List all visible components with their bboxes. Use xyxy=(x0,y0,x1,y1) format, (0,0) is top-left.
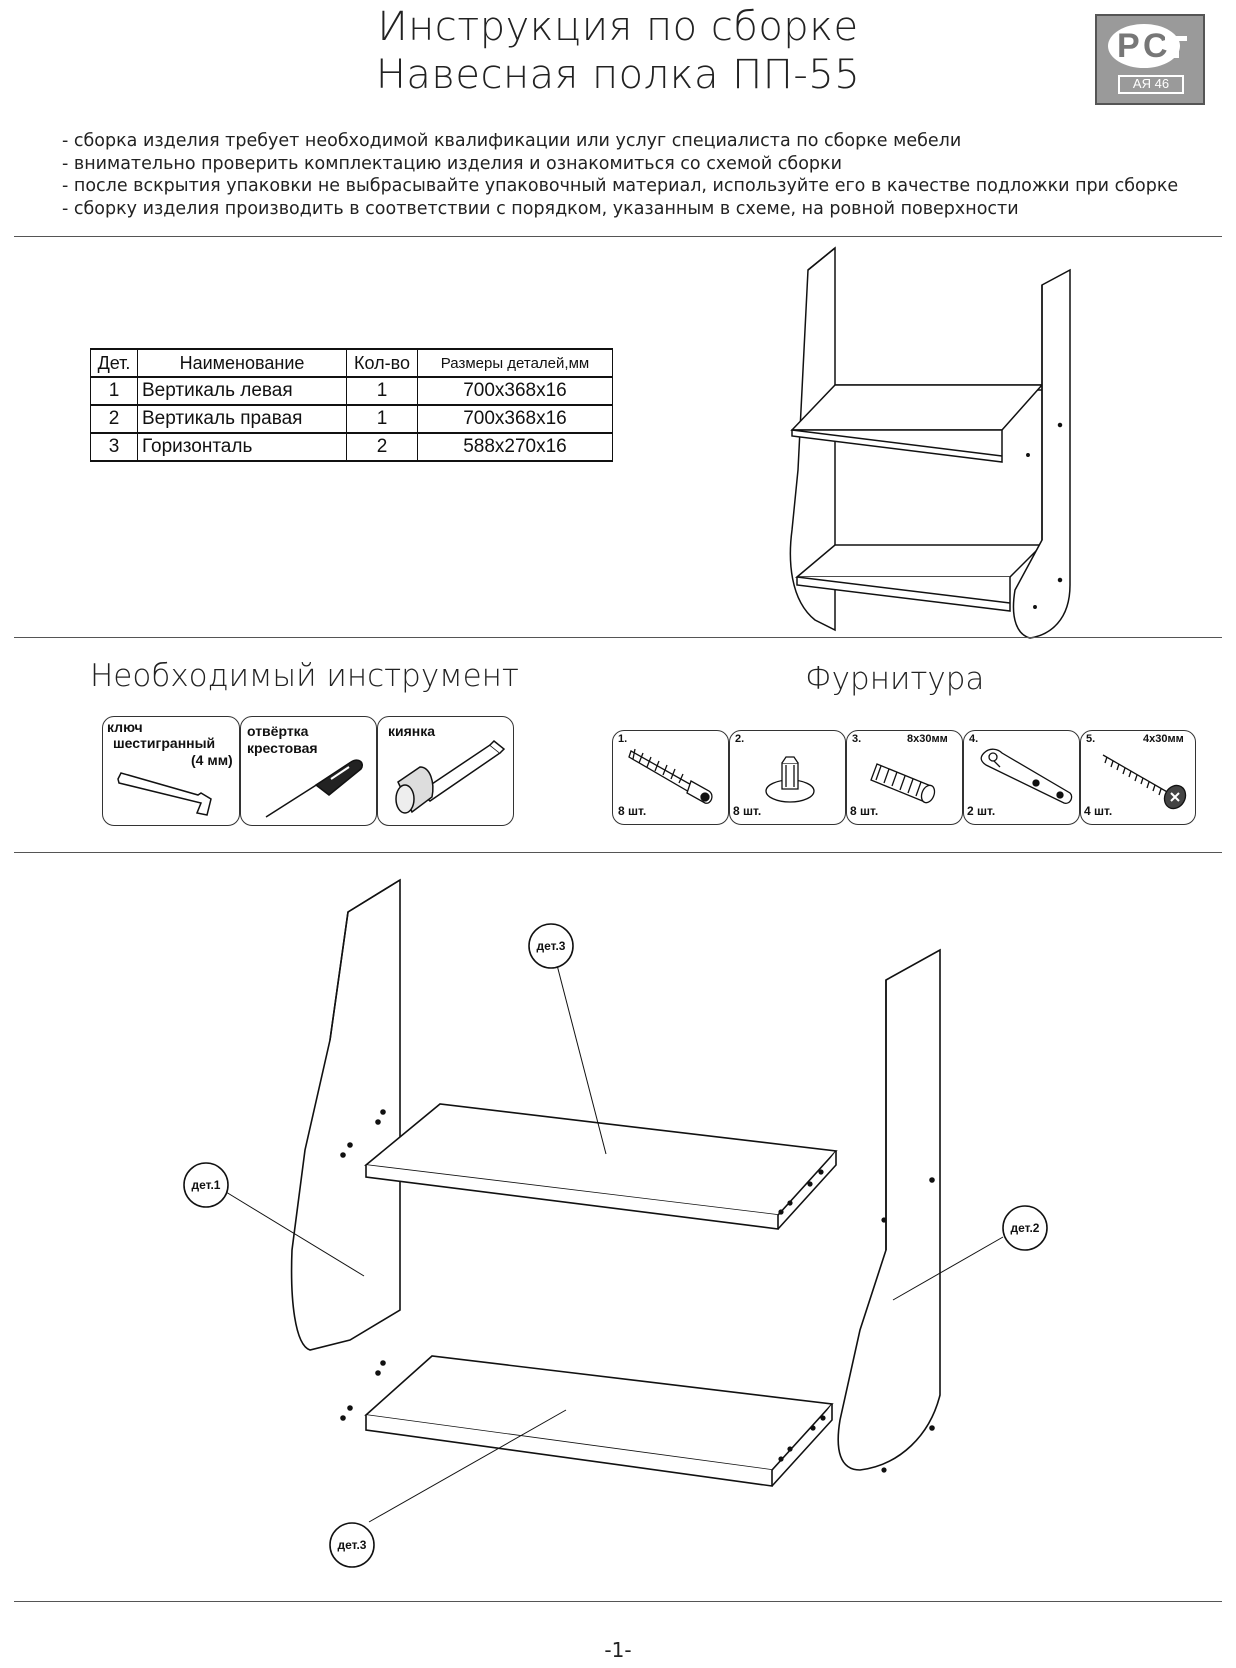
wood-screw-icon xyxy=(1102,754,1187,810)
table-row: 3 Горизонталь 2 588x270x16 xyxy=(90,433,613,462)
hardware-quantity: 8 шт. xyxy=(618,804,647,818)
hardware-quantity: 4 шт. xyxy=(1084,804,1113,818)
hardware-spec: 4x30мм xyxy=(1143,733,1184,745)
shelf-support-icon xyxy=(765,756,815,803)
header-cell: Размеры деталей,мм xyxy=(417,348,613,378)
mallet-icon xyxy=(395,739,506,814)
hex-key-icon xyxy=(117,772,212,816)
table-row: 2 Вертикаль правая 1 700x368x16 xyxy=(90,405,613,434)
hardware-number: 2. xyxy=(735,733,745,745)
table-cell: Вертикаль правая xyxy=(137,405,347,434)
screwdriver-icon xyxy=(265,759,363,818)
callout-part-1: дет.1 xyxy=(191,1178,221,1192)
certification-mark: Р С АЯ 46 xyxy=(1095,14,1205,105)
title-line-2: Навесная полка ПП-55 xyxy=(375,52,861,98)
note-1: - сборка изделия требует необходимой ква… xyxy=(62,131,962,151)
table-cell: 588x270x16 xyxy=(417,433,613,462)
table-row: 1 Вертикаль левая 1 700x368x16 xyxy=(90,377,613,406)
header-cell: Дет. xyxy=(90,348,138,378)
assembly-notes: - сборка изделия требует необходимой ква… xyxy=(62,130,1178,220)
title-line-1: Инструкция по сборке xyxy=(377,4,859,50)
table-cell: 2 xyxy=(346,433,418,462)
tool-label: (4 мм) xyxy=(191,752,233,768)
callout-part-2: дет.2 xyxy=(1010,1221,1040,1235)
hardware-item-wood-screw: 5. 4x30мм 4 шт. xyxy=(1080,730,1196,825)
table-cell: 1 xyxy=(346,377,418,406)
hardware-number: 4. xyxy=(969,733,979,745)
hardware-quantity: 2 шт. xyxy=(967,804,996,818)
hanging-plate-icon xyxy=(980,748,1073,804)
cert-logo-icon: Р С xyxy=(1108,24,1187,94)
tool-label: шестигранный xyxy=(113,735,216,751)
table-cell: 700x368x16 xyxy=(417,377,613,406)
note-2: - внимательно проверить комплектацию изд… xyxy=(62,153,842,174)
header-cell: Наименование xyxy=(137,348,347,378)
hardware-item-shelf-support: 2. 8 шт. xyxy=(729,730,846,825)
note-4: - сборку изделия производить в соответст… xyxy=(62,198,1019,219)
table-cell: Горизонталь xyxy=(137,433,347,462)
assembled-shelf-illustration xyxy=(789,246,1071,639)
hardware-number: 5. xyxy=(1086,733,1096,745)
hardware-spec: 8x30мм xyxy=(907,733,948,745)
table-header-row: Дет. Наименование Кол-во Размеры деталей… xyxy=(90,348,613,378)
tool-label: крестовая xyxy=(247,740,318,756)
tool-label: ключ xyxy=(107,719,143,735)
divider xyxy=(14,1601,1222,1602)
hardware-quantity: 8 шт. xyxy=(850,804,879,818)
page-number: -1- xyxy=(604,1638,632,1662)
table-cell: 2 xyxy=(90,405,138,434)
tool-screwdriver: отвёртка крестовая xyxy=(240,716,377,826)
note-3: - после вскрытия упаковки не выбрасывайт… xyxy=(62,176,1179,196)
hardware-item-confirmat: 1. 8 шт. xyxy=(612,730,729,825)
svg-text:С: С xyxy=(1143,27,1168,65)
divider xyxy=(14,637,1222,638)
hardware-item-hanging-plate: 4. 2 шт. xyxy=(963,730,1080,825)
divider xyxy=(14,236,1222,237)
divider xyxy=(14,852,1222,853)
callout-part-3-bottom: дет.3 xyxy=(337,1538,367,1552)
header-cell: Кол-во xyxy=(346,348,418,378)
table-cell: 1 xyxy=(90,377,138,406)
svg-text:Р: Р xyxy=(1117,27,1140,65)
confirmat-screw-icon xyxy=(628,748,713,804)
hardware-quantity: 8 шт. xyxy=(733,804,762,818)
table-cell: 700x368x16 xyxy=(417,405,613,434)
parts-table: Дет. Наименование Кол-во Размеры деталей… xyxy=(90,348,613,462)
tool-mallet: киянка xyxy=(377,716,514,826)
hardware-number: 3. xyxy=(852,733,862,745)
table-cell: 3 xyxy=(90,433,138,462)
tool-label: отвёртка xyxy=(247,723,309,739)
dowel-icon xyxy=(870,763,936,804)
tool-hex-key: ключ шестигранный (4 мм) xyxy=(102,716,240,826)
tool-label: киянка xyxy=(388,723,436,739)
hardware-title: Фурнитура xyxy=(805,661,985,697)
assembly-diagram xyxy=(183,878,1048,1568)
table-cell: Вертикаль левая xyxy=(137,377,347,406)
hardware-item-dowel: 3. 8x30мм 8 шт. xyxy=(846,730,963,825)
callout-part-3-top: дет.3 xyxy=(536,939,566,953)
table-cell: 1 xyxy=(346,405,418,434)
cert-code: АЯ 46 xyxy=(1132,76,1170,91)
tools-title: Необходимый инструмент xyxy=(90,658,519,694)
hardware-number: 1. xyxy=(618,733,628,745)
